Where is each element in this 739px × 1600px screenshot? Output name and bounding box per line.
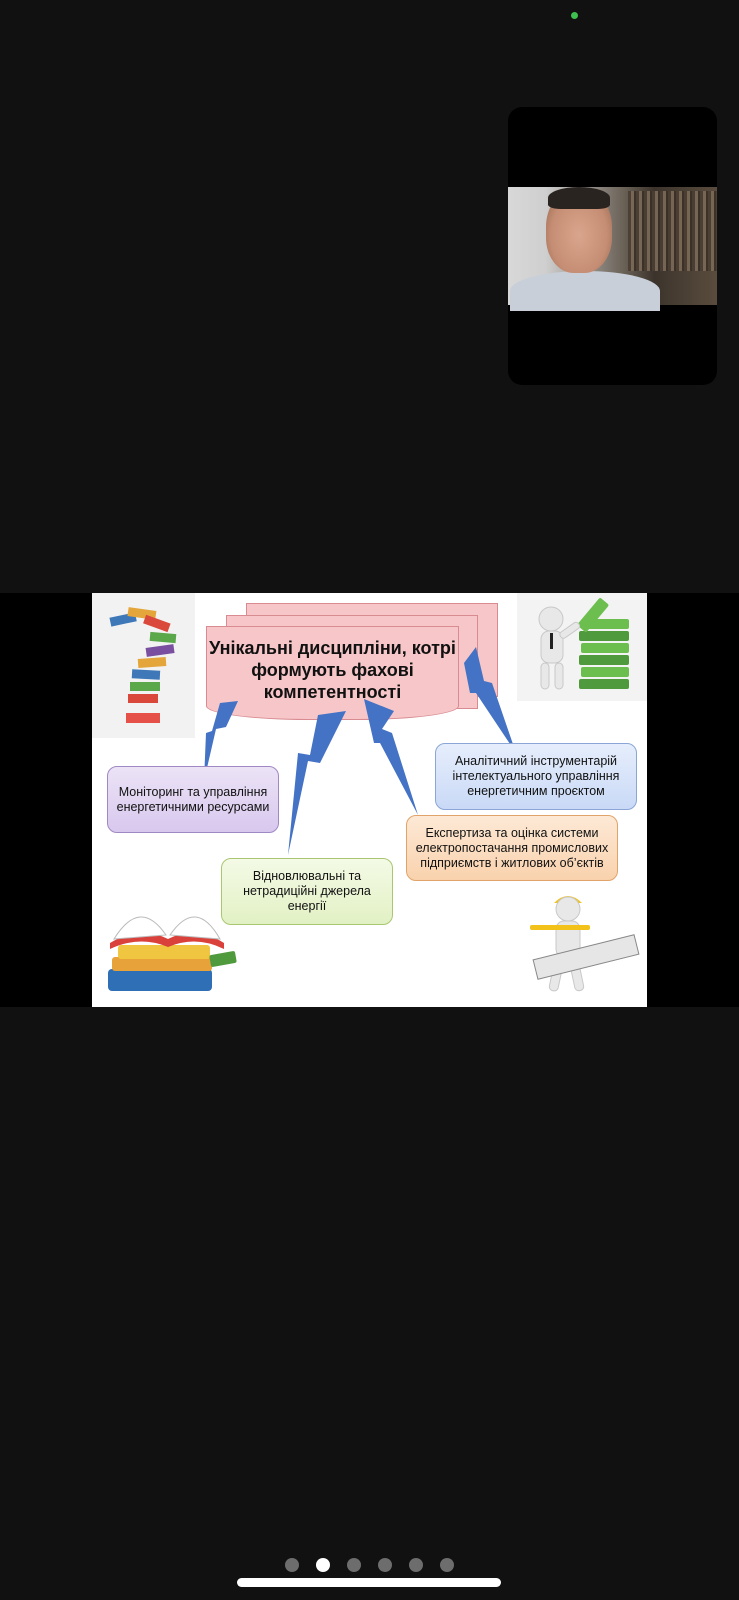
discipline-box-analytics: Аналітичний інструментарій інтелектуальн…: [435, 743, 637, 810]
discipline-monitoring-label: Моніторинг та управління енергетичними р…: [116, 784, 270, 814]
page-dot-4[interactable]: [378, 1558, 392, 1572]
discipline-expertise-label: Експертиза та оцінка системи електропост…: [415, 825, 609, 870]
screen-share-area[interactable]: Унікальні дисципліни, котрі формують фах…: [0, 593, 739, 1007]
bolt-to-renewable: [288, 711, 346, 855]
bolt-to-monitoring: [204, 701, 238, 781]
bolt-to-analytics: [464, 647, 516, 753]
participant-video-feed: [508, 187, 717, 311]
camera-active-indicator: [571, 12, 578, 19]
page-dot-6[interactable]: [440, 1558, 454, 1572]
builder-with-ruler-image: [524, 889, 642, 1001]
participant-hair: [548, 187, 610, 209]
discipline-renewable-label: Відновлювальні та нетрадиційні джерела е…: [243, 869, 371, 913]
lightning-connectors: [204, 647, 516, 855]
slide-title: Унікальні дисципліни, котрі формують фах…: [209, 638, 456, 702]
figure-with-folders-image: [517, 593, 647, 701]
discipline-box-renewable: Відновлювальні та нетрадиційні джерела е…: [221, 858, 393, 925]
slide-title-card: Унікальні дисципліни, котрі формують фах…: [206, 626, 459, 720]
presentation-slide: Унікальні дисципліни, котрі формують фах…: [92, 593, 647, 1007]
home-indicator[interactable]: [237, 1578, 501, 1587]
discipline-analytics-label: Аналітичний інструментарій інтелектуальн…: [452, 754, 620, 798]
books-question-mark-image: [92, 593, 195, 738]
bookshelf-background: [628, 191, 717, 271]
discipline-box-expertise: Експертиза та оцінка системи електропост…: [406, 815, 618, 881]
participant-video-tile[interactable]: [508, 107, 717, 385]
page-dot-5[interactable]: [409, 1558, 423, 1572]
page-dot-1[interactable]: [285, 1558, 299, 1572]
discipline-box-monitoring: Моніторинг та управління енергетичними р…: [107, 766, 279, 833]
page-indicator[interactable]: [0, 1558, 739, 1572]
open-book-stack-image: [100, 891, 240, 999]
bolt-to-expertise: [364, 699, 418, 815]
page-dot-2[interactable]: [316, 1558, 330, 1572]
participant-shoulders: [510, 271, 660, 311]
page-dot-3[interactable]: [347, 1558, 361, 1572]
